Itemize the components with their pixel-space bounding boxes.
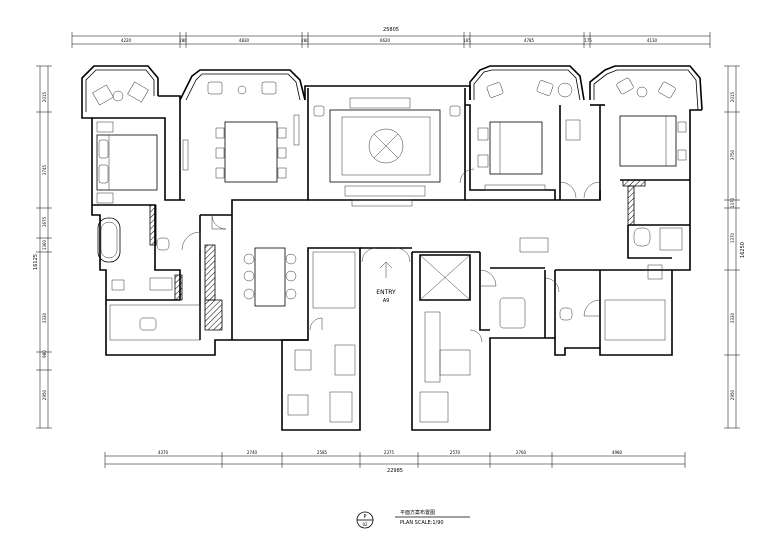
top-dim-9: 4130 bbox=[647, 38, 658, 43]
left-dim-4: 1360 bbox=[42, 239, 47, 250]
plan-title: 平面方案布置图 bbox=[400, 509, 435, 516]
bottom-dim-6: 2760 bbox=[516, 450, 527, 455]
bottom-total-dimension: 22985 bbox=[387, 468, 403, 474]
bottom-dim-4: 2375 bbox=[384, 450, 395, 455]
chair bbox=[277, 127, 287, 139]
top-dim-1: 4220 bbox=[121, 38, 132, 43]
top-total-dimension: 25805 bbox=[383, 27, 399, 33]
bottom-dim-1: 4370 bbox=[158, 450, 169, 455]
title-block: P 02 平面方案布置图 PLAN SCALE:1/90 bbox=[356, 509, 470, 529]
right-dim-6: 2950 bbox=[730, 389, 735, 400]
left-dim-2: 3745 bbox=[42, 164, 47, 175]
right-dim-4: 1370 bbox=[730, 232, 735, 243]
chair bbox=[285, 288, 297, 300]
left-dim-3: 1675 bbox=[42, 216, 47, 227]
right-dim-2: 3750 bbox=[730, 149, 735, 160]
right-dim-1: 2015 bbox=[730, 91, 735, 102]
furniture bbox=[92, 77, 687, 423]
bottom-dim-7: 4980 bbox=[612, 450, 623, 455]
top-dim-8: 175 bbox=[584, 38, 592, 43]
left-dim-7: 2950 bbox=[42, 389, 47, 400]
left-dim-5: 3330 bbox=[42, 312, 47, 323]
entry-label: ENTRY bbox=[376, 289, 396, 296]
section-mark-top: P bbox=[363, 514, 366, 520]
top-dim-2: 280 bbox=[179, 38, 187, 43]
right-dimension: 2015 3750 1370 1370 3330 2950 16250 bbox=[724, 65, 746, 429]
chair bbox=[277, 167, 287, 179]
top-dim-3: 4830 bbox=[239, 38, 250, 43]
chair bbox=[243, 270, 255, 282]
chair bbox=[215, 127, 225, 139]
bottom-dim-5: 2570 bbox=[450, 450, 461, 455]
chair bbox=[243, 253, 255, 265]
chair bbox=[285, 253, 297, 265]
plan-scale: PLAN SCALE:1/90 bbox=[400, 520, 444, 526]
chair bbox=[243, 288, 255, 300]
chair bbox=[215, 167, 225, 179]
left-dim-6: 980 bbox=[42, 350, 47, 358]
section-mark-bottom: 02 bbox=[362, 522, 368, 527]
top-dim-5: 6620 bbox=[380, 38, 391, 43]
entry-sub-label: A9 bbox=[383, 298, 390, 304]
chair bbox=[285, 270, 297, 282]
chair bbox=[277, 147, 287, 159]
chair bbox=[215, 147, 225, 159]
bottom-dim-3: 2585 bbox=[317, 450, 328, 455]
left-dim-1: 2015 bbox=[42, 91, 47, 102]
left-total-dimension: 16125 bbox=[33, 254, 39, 270]
exterior-walls bbox=[81, 65, 703, 431]
right-dim-5: 3330 bbox=[730, 312, 735, 323]
left-dimension: 2015 3745 1675 1360 3330 980 2950 16125 bbox=[33, 65, 52, 429]
top-dim-7: 4785 bbox=[524, 38, 535, 43]
entry-marker: ENTRY A9 bbox=[376, 261, 396, 304]
bottom-dim-2: 2740 bbox=[247, 450, 258, 455]
bottom-dimension: 4370 2740 2585 2375 2570 2760 4980 22985 bbox=[104, 450, 686, 474]
top-dim-6: 165 bbox=[463, 38, 471, 43]
top-dimension: 25805 4220 280 4830 280 6620 165 4785 17… bbox=[71, 27, 711, 48]
right-dim-3: 1370 bbox=[730, 197, 735, 208]
interior-walls bbox=[92, 102, 690, 348]
top-dim-4: 280 bbox=[301, 38, 309, 43]
doors bbox=[181, 168, 601, 343]
right-total-dimension: 16250 bbox=[740, 242, 746, 258]
